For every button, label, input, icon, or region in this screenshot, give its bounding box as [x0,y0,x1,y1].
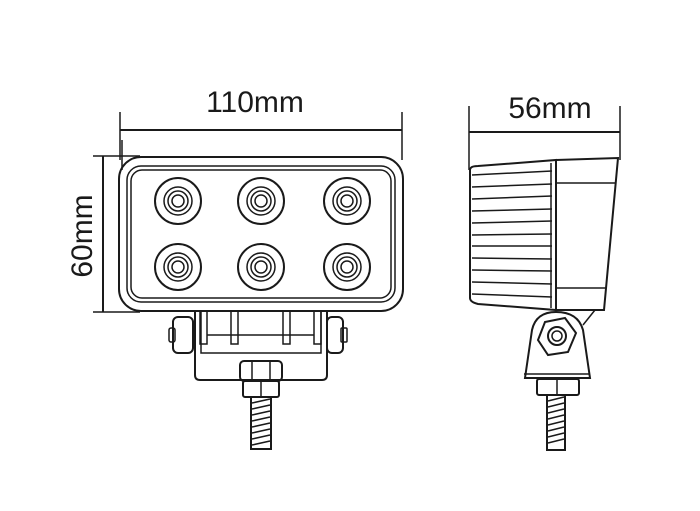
height-dimension: 60mm [66,140,140,313]
depth-label: 56mm [508,92,591,125]
side-mount-bracket [523,309,596,379]
depth-dimension: 56mm [468,92,621,170]
led-5 [237,243,285,291]
led-3 [323,177,371,225]
front-mount-bracket [168,310,348,381]
front-mount-bolt [239,360,283,450]
front-view-housing [118,156,404,312]
led-1 [154,177,202,225]
height-label: 60mm [66,194,99,277]
side-view-housing [469,156,620,312]
led-4 [154,243,202,291]
led-array [154,177,371,291]
led-6 [323,243,371,291]
side-mount-bolt [536,378,580,451]
width-dimension: 110mm [119,86,403,160]
width-label: 110mm [206,86,304,119]
led-2 [237,177,285,225]
